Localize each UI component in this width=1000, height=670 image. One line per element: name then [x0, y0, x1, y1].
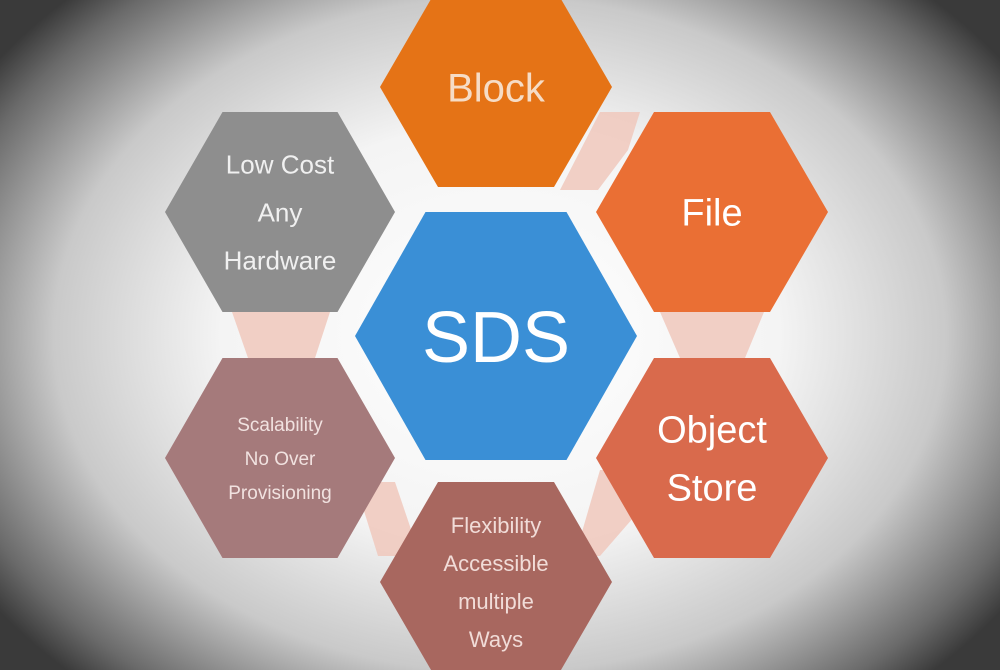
connector [660, 312, 764, 358]
hexagon-sds: SDS [355, 212, 637, 460]
hexagon-label: Accessible [443, 551, 548, 576]
hexagon-shape [380, 0, 612, 187]
hexagon-label: No Over [245, 449, 316, 470]
hexagon-shape [355, 212, 637, 460]
hexagon-shape [596, 358, 828, 558]
hexagon-shape [165, 112, 395, 312]
hexagon-label: Object [657, 410, 767, 452]
hexagon-label: Store [667, 468, 758, 510]
hexagon-label: Ways [469, 627, 523, 652]
hexagon-label: Flexibility [451, 513, 541, 538]
hexagon-label: Any [258, 197, 303, 227]
hexagon-label: SDS [422, 298, 570, 378]
hexagon-label: Scalability [237, 415, 323, 436]
hexagon-label: Low Cost [226, 149, 335, 179]
hexagon-label: Hardware [224, 245, 337, 275]
hexagon-shape [596, 112, 828, 312]
hexagon-file: File [596, 112, 828, 312]
connector [355, 482, 420, 556]
hexagon-shape [380, 482, 612, 670]
hexagon-label: Block [447, 66, 546, 110]
hexagon-label: Provisioning [228, 483, 332, 504]
connector [560, 112, 640, 190]
hexagon-shape [165, 358, 395, 558]
hexagon-label: File [681, 193, 742, 235]
hexagon-label: multiple [458, 589, 534, 614]
hexagon-block: Block [380, 0, 612, 187]
connector [232, 312, 330, 358]
